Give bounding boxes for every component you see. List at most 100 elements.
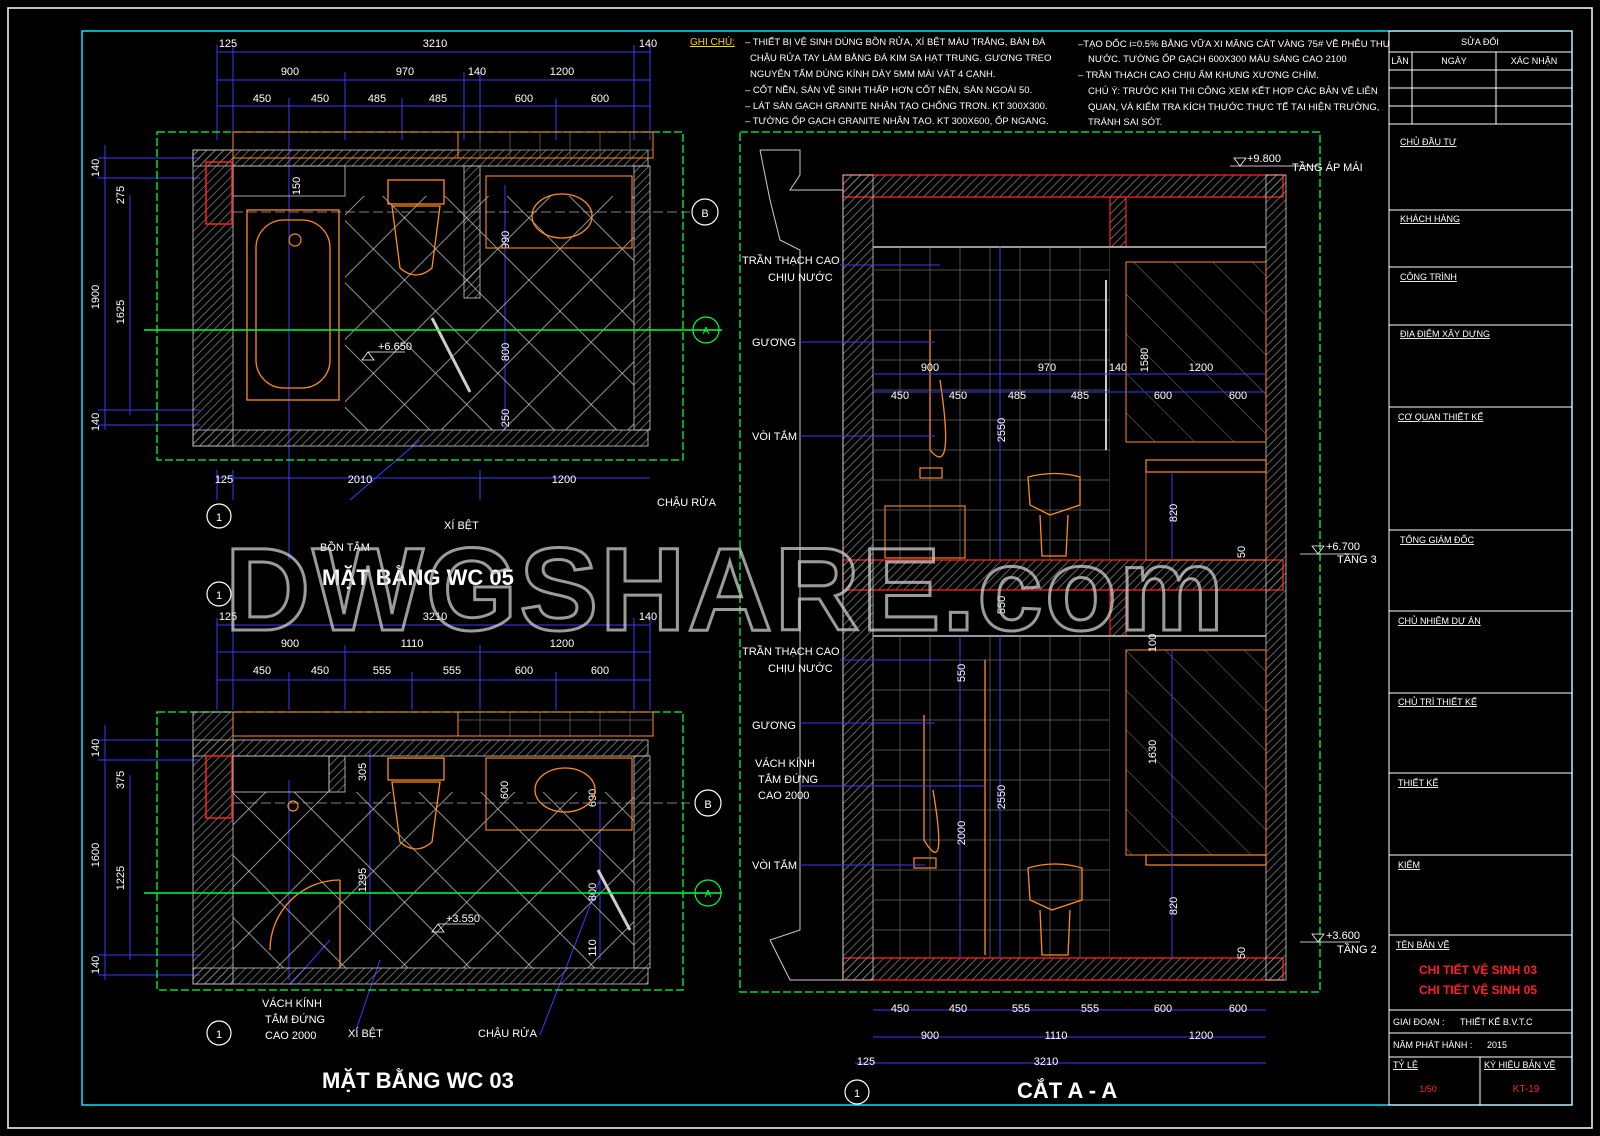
section-dim-r1-4: 1200 xyxy=(1189,362,1213,374)
title-block xyxy=(1388,30,1573,1106)
tb-drawing-name-2: CHI TIẾT VỆ SINH 05 xyxy=(1419,982,1537,997)
plan05-dim-left-4: 1625 xyxy=(115,300,127,324)
plan03-axis-1: 1 xyxy=(216,1029,222,1041)
plan03-label-glass2: TẮM ĐỨNG xyxy=(265,1013,325,1026)
note-left-4: – CỐT NỀN, SÀN VỆ SINH THẤP HƠN CỐT NỀN,… xyxy=(745,84,1032,96)
section-dim-r2-2: 450 xyxy=(949,390,967,402)
plan03-axis-b: B xyxy=(704,799,711,811)
section-level-1: +9.800 xyxy=(1247,153,1281,165)
section-a-a: TRẦN THẠCH CAO CHỊU NƯỚC GƯƠNG VÒI TẮM T… xyxy=(739,131,1377,1105)
tb-nam: 2015 xyxy=(1487,1040,1507,1050)
tb-field-co-quan: CƠ QUAN THIẾT KẾ xyxy=(1398,412,1483,422)
tb-field-thiet-ke: THIẾT KẾ xyxy=(1398,778,1438,788)
section-vert-l-3: 2550 xyxy=(996,785,1008,809)
section-vert-u-1: 2550 xyxy=(996,418,1008,442)
plan03-dim-low-3: 555 xyxy=(373,665,391,677)
section-bottom-r2-2: 1110 xyxy=(1045,1030,1068,1042)
plan03-title: MẶT BẰNG WC 03 xyxy=(322,1068,514,1093)
tb-xac-nhan: XÁC NHẬN xyxy=(1511,56,1558,66)
tb-ky-hieu: KT-19 xyxy=(1513,1084,1540,1095)
section-bottom-r1-3: 555 xyxy=(1012,1003,1030,1015)
tb-field-chu-dau-tu: CHỦ ĐẦU TƯ xyxy=(1400,136,1457,147)
tb-field-cong-trinh: CÔNG TRÌNH xyxy=(1400,272,1457,282)
plan03-dim-mid-3: 1200 xyxy=(550,638,574,650)
plan05-axis-a: A xyxy=(703,326,710,337)
section-dim-r2-3: 485 xyxy=(1008,390,1026,402)
section-vert-l-6: 50 xyxy=(1236,947,1248,959)
section-upper-label-2: CHỊU NƯỚC xyxy=(768,271,833,284)
note-left-6: – TƯỜNG ỐP GẠCH GRANITE NHÂN TẠO. KT 300… xyxy=(745,115,1049,127)
tb-field-tong-giam-doc: TỔNG GIÁM ĐỐC xyxy=(1400,534,1475,545)
tb-field-khach-hang: KHÁCH HÀNG xyxy=(1400,214,1460,224)
outer-border xyxy=(7,7,1593,1129)
tb-nam-label: NĂM PHÁT HÀNH : xyxy=(1393,1040,1472,1050)
tb-field-chu-tri: CHỦ TRÌ THIẾT KẾ xyxy=(1398,696,1477,707)
plan03-dim-low-4: 555 xyxy=(443,665,461,677)
plan03-dim-left-4: 1225 xyxy=(115,866,127,890)
plan03-label-glass3: CAO 2000 xyxy=(265,1030,316,1042)
section-lower-label-6: CAO 2000 xyxy=(758,790,809,802)
note-left-5: – LÁT SÀN GẠCH GRANITE NHÂN TẠO CHỐNG TR… xyxy=(745,100,1048,112)
plan03-dim-top-1: 125 xyxy=(219,611,237,623)
plan-wc05: 125 3210 140 900 970 140 1200 450 450 48… xyxy=(90,38,722,607)
section-level-1-name: TẦNG ÁP MÁI xyxy=(1292,161,1363,174)
plan05-title: MẶT BẰNG WC 05 xyxy=(322,565,514,590)
section-level-2-name: TẦNG 3 xyxy=(1337,553,1377,566)
plan03-dim-low-6: 600 xyxy=(591,665,609,677)
section-vert-m-1: 550 xyxy=(996,596,1008,614)
section-upper-label-4: VÒI TẮM xyxy=(752,430,797,443)
section-bottom-r1-2: 450 xyxy=(949,1003,967,1015)
plan05-dim-low-4: 485 xyxy=(429,93,447,105)
plan05-dim-low-6: 600 xyxy=(591,93,609,105)
plan-wc03: 125 3210 140 900 1110 1200 450 450 555 5… xyxy=(90,611,722,1093)
plan03-dim-low-5: 600 xyxy=(515,665,533,677)
plan03-dim-mid-1: 900 xyxy=(281,638,299,650)
plan03-dim-inner-1: 305 xyxy=(357,763,369,781)
tb-giai-doan: THIẾT KẾ B.V.T.C xyxy=(1460,1017,1533,1027)
section-vert-u-2: 1580 xyxy=(1139,348,1151,372)
tb-ty-le: 1/50 xyxy=(1419,1084,1437,1094)
plan05-level: +6.650 xyxy=(378,341,412,353)
section-lower-label-7: VÒI TẮM xyxy=(752,859,797,872)
plan05-dim-top-3: 140 xyxy=(639,38,657,50)
section-lower-label-5: TẮM ĐỨNG xyxy=(758,773,818,786)
tb-ky-hieu-label: KÝ HIỆU BẢN VẼ xyxy=(1484,1059,1556,1070)
plan05-dim-bottom-3: 1200 xyxy=(552,474,576,486)
section-dim-r1-1: 900 xyxy=(921,362,939,374)
section-bottom-r1-5: 600 xyxy=(1154,1003,1172,1015)
section-dim-r2-4: 485 xyxy=(1071,390,1089,402)
plan05-dim-bottom-2: 2010 xyxy=(348,474,372,486)
section-upper-label-1: TRẦN THẠCH CAO xyxy=(742,254,840,267)
plan03-dim-left-3: 1600 xyxy=(90,843,102,867)
section-dim-r2-1: 450 xyxy=(891,390,909,402)
note-left-3: NGUYÊN TẤM DÙNG KÍNH DÀY 5MM MÀI VÁT 4 C… xyxy=(750,69,995,80)
section-vert-u-4: 50 xyxy=(1236,546,1248,558)
section-vert-l-4: 1630 xyxy=(1147,740,1159,764)
tb-giai-doan-label: GIAI ĐOẠN : xyxy=(1393,1017,1445,1027)
section-bottom-r3-1: 125 xyxy=(857,1056,875,1068)
plan05-dim-low-2: 450 xyxy=(311,93,329,105)
plan03-level: +3.550 xyxy=(446,913,480,925)
plan05-dim-top-1: 125 xyxy=(219,38,237,50)
tb-field-kiem: KIỂM xyxy=(1398,859,1420,870)
section-vert-l-1: 550 xyxy=(956,664,968,682)
plan05-dim-left-2: 275 xyxy=(115,186,127,204)
section-axis-1: 1 xyxy=(854,1088,860,1100)
tb-field-dia-diem: ĐỊA ĐIỂM XÂY DỰNG xyxy=(1400,328,1490,339)
plan03-dim-low-1: 450 xyxy=(253,665,271,677)
section-vert-l-2: 2000 xyxy=(956,821,968,845)
note-right-1: –TẠO DỐC i=0.5% BẰNG VỮA XI MĂNG CÁT VÀN… xyxy=(1078,38,1390,50)
section-bottom-r1-4: 555 xyxy=(1081,1003,1099,1015)
plan05-dim-inner-1: 150 xyxy=(291,177,303,195)
plan03-dim-left-1: 140 xyxy=(90,739,102,757)
section-bottom-r1-6: 600 xyxy=(1229,1003,1247,1015)
tb-ty-le-label: TỶ LỆ xyxy=(1393,1059,1418,1070)
plan03-dim-mid-2: 1110 xyxy=(401,638,424,650)
section-vert-u-3: 820 xyxy=(1168,504,1180,522)
section-lower-label-3: GƯƠNG xyxy=(752,720,796,732)
section-upper-label-3: GƯƠNG xyxy=(752,337,796,349)
plan05-dim-top-2: 3210 xyxy=(423,38,447,50)
plan05-axis-1b: 1 xyxy=(216,590,222,602)
plan05-dim-bottom-1: 125 xyxy=(215,474,233,486)
